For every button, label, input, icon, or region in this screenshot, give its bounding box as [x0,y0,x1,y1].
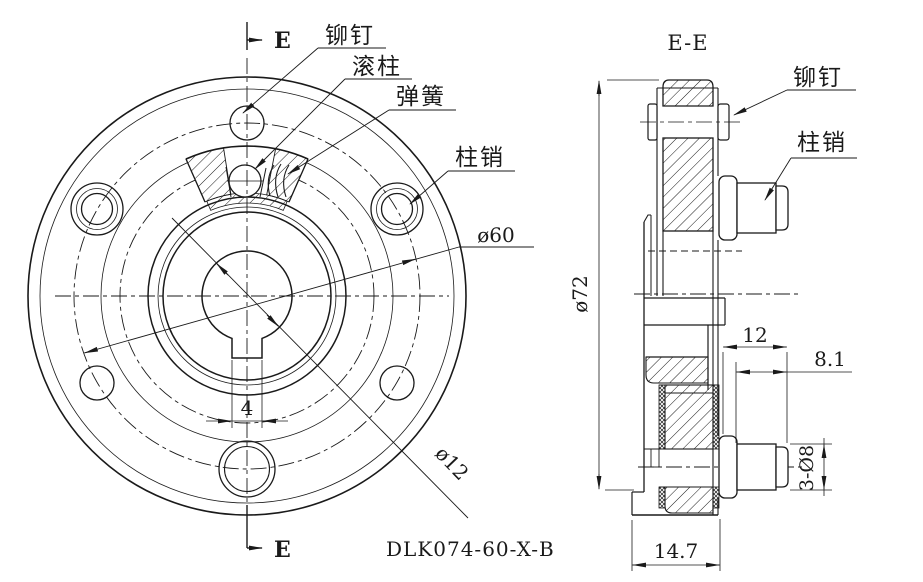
dim-bolt-circle: ø60 [477,223,515,247]
rivet-section [640,103,744,141]
bushing-left-2 [658,486,666,509]
section-letter-top: E [274,28,291,54]
pin-lower [718,435,789,499]
section-marker-top [246,22,263,50]
part-number: DLK074-60-X-B [386,537,555,561]
bore-dimension [171,217,469,519]
callout-roller: 滚柱 [352,54,402,80]
hub-hatch-lower [664,486,714,514]
hub-hatch-mid [664,384,714,450]
keyway-dimension [206,360,288,428]
section-title: E-E [667,31,708,55]
roller-pocket-right [259,167,267,198]
dim-outer-dia: ø72 [568,275,592,313]
callout-rivet-front: 铆钉 [325,23,375,49]
bore-with-keyway [201,250,293,359]
hub-width-dimension [631,519,721,571]
callout-rivet-section: 铆钉 [793,65,843,91]
dim-keyway: 4 [241,396,254,420]
bolt-circle-dimension [83,246,534,354]
pin-hole-dimension [790,438,832,496]
pin-length-dimension [735,362,852,443]
hub-hatch-upper [645,356,709,384]
pin-offset-dimension [722,344,788,443]
outer-dia-dimension [596,79,659,491]
rivet-hole-lower-left [79,365,115,401]
rivet-hole-lower-right [379,365,415,401]
pin-boss-bottom [218,440,276,498]
bushing-left [658,384,666,450]
clutch-cutaway [185,145,309,211]
cage-hatch-left [185,147,232,203]
dim-bore: ø12 [430,441,473,485]
pin-upper [718,175,789,241]
dim-hub-width: 14.7 [654,539,699,563]
bushing-right-2 [712,486,720,509]
outer-ring-section-upper [662,79,714,107]
dim-pin-length: 8.1 [814,347,846,371]
outer-ring-section-lower [662,137,714,232]
section-marker-bottom [246,505,263,551]
section-view [596,79,857,571]
cage-hatch-right [266,148,309,203]
front-view [27,22,534,551]
hub-body [631,297,726,516]
callout-spring: 弹簧 [396,84,446,110]
dim-pin-hole: 3-Ø8 [796,445,818,491]
pin-boss-upper-right [370,182,424,236]
section-callout-leaders [733,89,857,201]
callout-leaders [242,47,515,205]
callout-pin-section: 柱销 [797,130,847,156]
bushing-right [712,384,720,450]
dim-pin-offset: 12 [742,323,767,347]
callout-pin-front: 柱销 [455,145,505,171]
pin-boss-upper-left [70,182,124,236]
section-letter-bottom: E [274,537,291,563]
